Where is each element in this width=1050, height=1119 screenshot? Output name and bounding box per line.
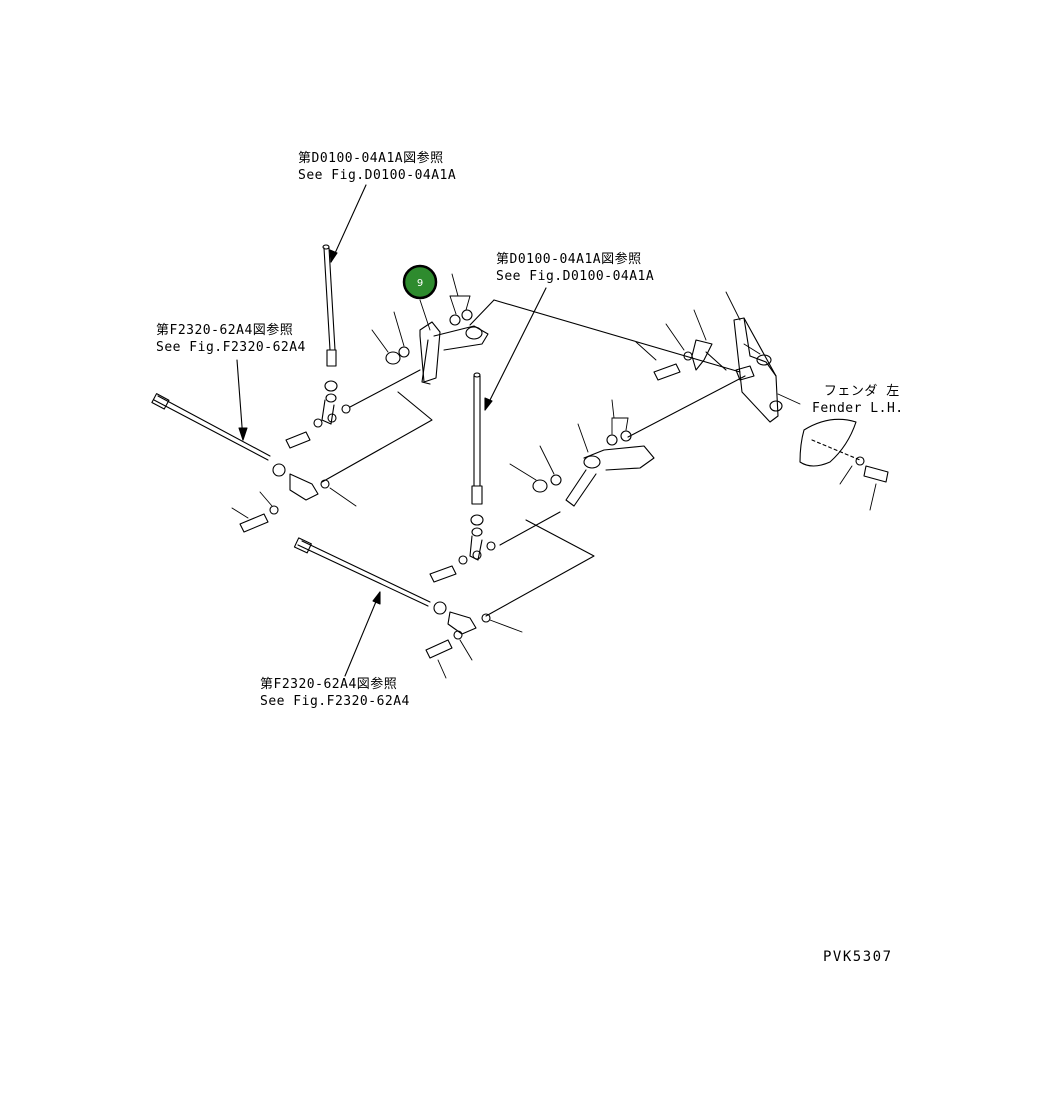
fender-outline	[799, 418, 889, 483]
ref-label-top-middle-en: See Fig.D0100-04A1A	[496, 269, 655, 284]
ref-label-top-left: 第D0100-04A1A図参照 See Fig.D0100-04A1A	[298, 150, 456, 184]
ref-label-top-left-ja: 第D0100-04A1A図参照	[298, 151, 444, 166]
fender-label: フェンダ 左 Fender L.H.	[812, 383, 904, 417]
drawing-code: PVK5307	[823, 949, 893, 965]
assembly-guide-lines	[321, 299, 746, 617]
ref-label-bottom: 第F2320-62A4図参照 See Fig.F2320-62A4	[260, 676, 410, 710]
middle-joint-hardware	[429, 541, 496, 583]
upper-left-rod	[321, 244, 338, 425]
upper-lever-assembly	[385, 299, 495, 385]
middle-lever-assembly	[532, 430, 655, 507]
ref-label-bottom-ja: 第F2320-62A4図参照	[260, 677, 398, 692]
fender-label-en: Fender L.H.	[812, 401, 904, 416]
ref-label-top-left-en: See Fig.D0100-04A1A	[298, 168, 457, 183]
ref-label-top-middle: 第D0100-04A1A図参照 See Fig.D0100-04A1A	[496, 251, 654, 285]
ref-label-left-en: See Fig.F2320-62A4	[156, 340, 306, 355]
ref-label-bottom-en: See Fig.F2320-62A4	[260, 694, 410, 709]
fender-label-ja: フェンダ 左	[823, 384, 900, 399]
ref-label-left: 第F2320-62A4図参照 See Fig.F2320-62A4	[156, 322, 306, 356]
ref-label-top-middle-ja: 第D0100-04A1A図参照	[496, 252, 642, 267]
right-bracket-assembly	[653, 317, 783, 423]
callout-number: 9	[417, 278, 423, 289]
callout-bubble[interactable]: 9	[402, 264, 438, 300]
bottom-horizontal-rod	[293, 537, 491, 659]
middle-vertical-rod	[469, 372, 484, 561]
part-leaders	[231, 273, 877, 679]
left-joint-hardware	[285, 369, 421, 449]
reference-leaders	[236, 184, 547, 677]
ref-label-left-ja: 第F2320-62A4図参照	[156, 323, 294, 338]
left-horizontal-rod	[151, 393, 330, 533]
callout-circle[interactable]	[402, 264, 438, 300]
